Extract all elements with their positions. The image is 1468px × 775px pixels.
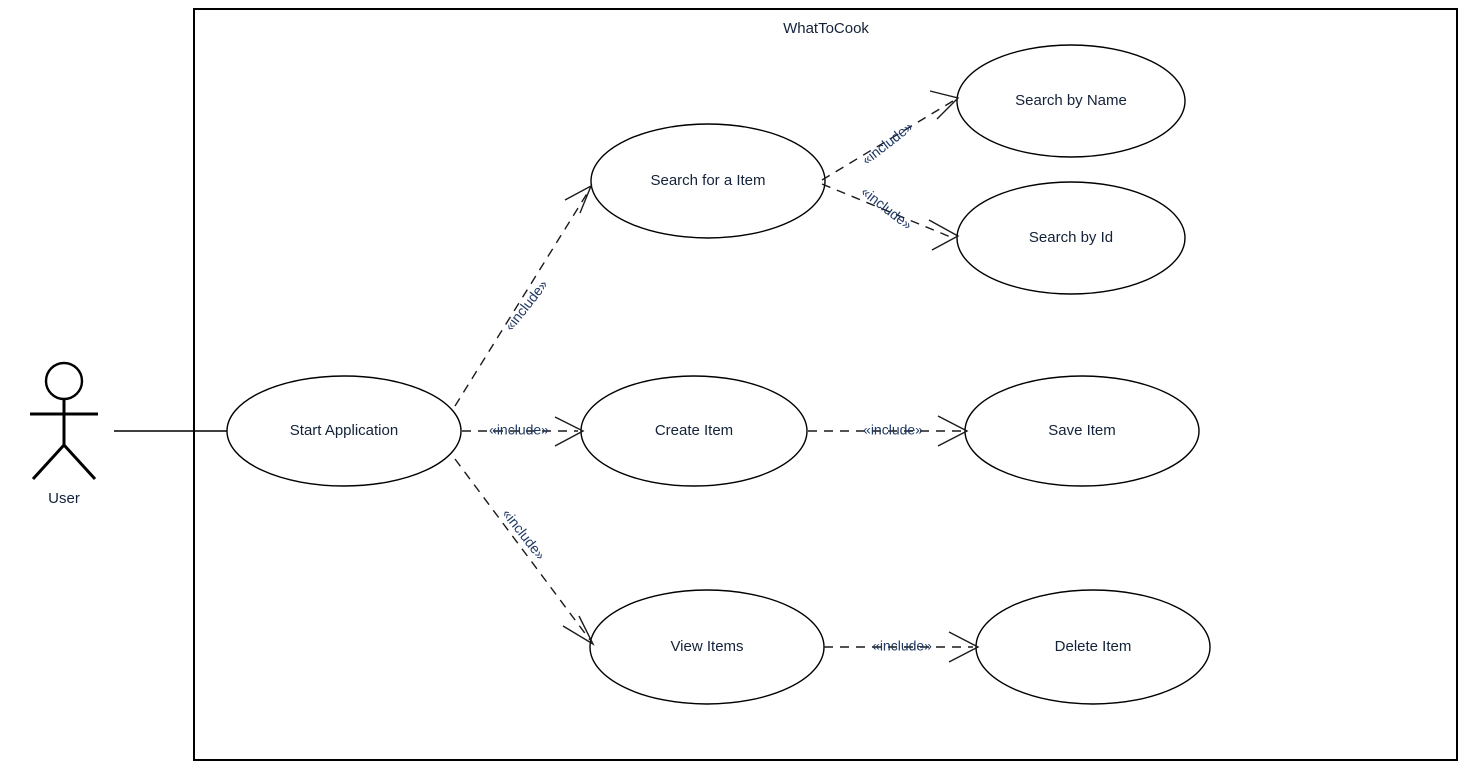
- include-label: «include»: [489, 422, 549, 438]
- use-case-view-items[interactable]: View Items: [589, 589, 825, 705]
- actor-head-icon: [44, 361, 84, 401]
- system-boundary-title: WhatToCook: [783, 20, 869, 37]
- use-case-delete-item[interactable]: Delete Item: [975, 589, 1211, 705]
- use-case-search-by-name[interactable]: Search by Name: [956, 44, 1186, 158]
- include-connector: [821, 183, 954, 239]
- include-arrowhead-icon: [948, 631, 980, 663]
- include-arrowhead-icon: [562, 615, 595, 646]
- actor-user[interactable]: User: [30, 361, 98, 507]
- use-case-shape: [956, 181, 1186, 295]
- use-case-start-application[interactable]: Start Application: [226, 375, 462, 487]
- use-case-shape: [590, 123, 826, 239]
- use-case-label-search-by-name: Search by Name: [1015, 92, 1127, 109]
- use-case-label-start-application: Start Application: [290, 422, 398, 439]
- use-case-label-save-item: Save Item: [1048, 422, 1116, 439]
- include-connector: [454, 458, 591, 641]
- use-case-search-by-id[interactable]: Search by Id: [956, 181, 1186, 295]
- use-case-shape: [964, 375, 1200, 487]
- include-label: «include»: [863, 422, 923, 438]
- use-case-label-search-by-id: Search by Id: [1029, 229, 1113, 246]
- include-label: «include»: [872, 638, 932, 654]
- use-case-label-search-for-a-item: Search for a Item: [650, 172, 765, 189]
- use-case-shape: [226, 375, 462, 487]
- include-arrowhead-icon: [554, 416, 585, 447]
- use-case-label-view-items: View Items: [670, 638, 743, 655]
- use-case-save-item[interactable]: Save Item: [964, 375, 1200, 487]
- actor-left-leg-icon: [31, 443, 66, 481]
- include-search-to-search-name[interactable]: «include»: [821, 90, 960, 181]
- include-start-to-create[interactable]: «include»: [462, 416, 585, 447]
- use-case-label-delete-item: Delete Item: [1055, 638, 1132, 655]
- include-start-to-view[interactable]: «include»: [454, 458, 595, 646]
- include-arrowhead-icon: [929, 90, 960, 120]
- include-start-to-search[interactable]: «include»: [454, 184, 593, 407]
- use-case-shape: [956, 44, 1186, 158]
- include-label: «include»: [501, 276, 551, 333]
- actor-user-label: User: [48, 490, 80, 507]
- include-view-to-delete[interactable]: «include»: [824, 631, 980, 663]
- include-connector: [454, 191, 589, 407]
- use-case-shape: [975, 589, 1211, 705]
- include-search-to-search-id[interactable]: «include»: [821, 183, 960, 251]
- include-label: «include»: [858, 183, 915, 233]
- actor-right-leg-icon: [62, 443, 97, 481]
- include-create-to-save[interactable]: «include»: [808, 415, 969, 447]
- include-arrowhead-icon: [928, 219, 960, 251]
- use-case-label-create-item: Create Item: [655, 422, 733, 439]
- include-arrowhead-icon: [937, 415, 969, 447]
- include-label: «include»: [859, 118, 916, 168]
- system-boundary-box: [193, 8, 1458, 761]
- include-arrowhead-icon: [564, 184, 593, 214]
- use-case-shape: [580, 375, 808, 487]
- include-label: «include»: [499, 506, 549, 563]
- use-case-search-for-a-item[interactable]: Search for a Item: [590, 123, 826, 239]
- use-case-create-item[interactable]: Create Item: [580, 375, 808, 487]
